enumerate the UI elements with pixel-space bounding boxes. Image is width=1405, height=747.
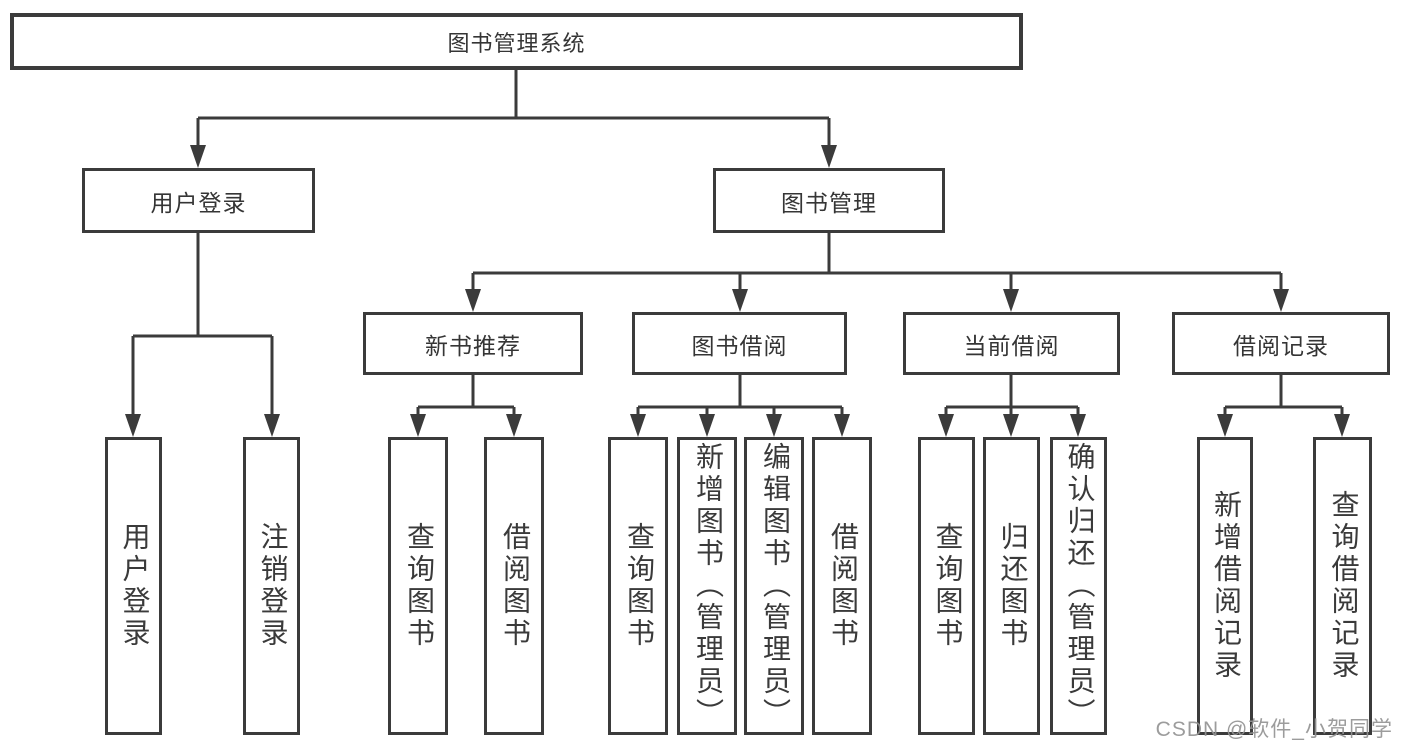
leaf-bb-query-books-label: 查询图书 — [623, 522, 654, 650]
leaf-logout-label: 注销登录 — [256, 522, 288, 650]
node-user-login: 用户登录 — [82, 168, 315, 233]
leaf-nb-query-books-label: 查询图书 — [403, 522, 434, 650]
node-library-system: 图书管理系统 — [10, 13, 1023, 70]
leaf-bb-borrow-books-label: 借阅图书 — [827, 522, 858, 650]
node-current-borrow-label: 当前借阅 — [963, 333, 1060, 359]
edge-root-to-level2 — [196, 70, 831, 150]
leaf-nb-borrow-books: 借阅图书 — [484, 437, 544, 735]
node-book-management: 图书管理 — [713, 168, 945, 233]
leaf-bb-add-books-admin-label: 新增图书（管理员） — [692, 442, 723, 730]
leaf-bb-borrow-books: 借阅图书 — [812, 437, 872, 735]
edge-bookborrow-to-leaves — [636, 375, 844, 418]
leaf-bb-query-books: 查询图书 — [608, 437, 668, 735]
node-library-system-label: 图书管理系统 — [447, 30, 586, 56]
arrowheads — [125, 145, 1350, 437]
leaf-br-add-record: 新增借阅记录 — [1197, 437, 1253, 735]
node-user-login-label: 用户登录 — [150, 190, 247, 216]
edge-newbooks-to-leaves — [416, 375, 516, 418]
node-book-management-label: 图书管理 — [781, 190, 877, 216]
edge-currentborrow-to-leaves — [944, 375, 1080, 418]
leaf-bb-edit-books-admin-label: 编辑图书（管理员） — [759, 442, 790, 730]
node-borrow-records: 借阅记录 — [1172, 312, 1390, 375]
leaf-br-query-record: 查询借阅记录 — [1313, 437, 1372, 735]
leaf-bb-add-books-admin: 新增图书（管理员） — [677, 437, 737, 735]
node-book-borrow: 图书借阅 — [632, 312, 847, 375]
leaf-user-login: 用户登录 — [105, 437, 162, 735]
leaf-br-query-record-label: 查询借阅记录 — [1327, 490, 1359, 682]
leaf-cb-query-books-label: 查询图书 — [931, 522, 963, 650]
leaf-cb-return-books-label: 归还图书 — [996, 522, 1028, 650]
leaf-cb-return-books: 归还图书 — [983, 437, 1040, 735]
csdn-watermark: CSDN @软件_小贺同学 — [1155, 718, 1393, 741]
leaf-cb-confirm-return-admin-label: 确认归还（管理员） — [1063, 442, 1095, 730]
edge-userlogin-to-leaves — [131, 233, 274, 418]
leaf-user-login-label: 用户登录 — [118, 522, 150, 650]
leaf-bb-edit-books-admin: 编辑图书（管理员） — [744, 437, 804, 735]
node-new-book-recommend: 新书推荐 — [363, 312, 583, 375]
leaf-br-add-record-label: 新增借阅记录 — [1210, 490, 1241, 682]
node-current-borrow: 当前借阅 — [903, 312, 1120, 375]
leaf-nb-borrow-books-label: 借阅图书 — [499, 522, 530, 650]
node-book-borrow-label: 图书借阅 — [691, 333, 788, 359]
leaf-nb-query-books: 查询图书 — [388, 437, 448, 735]
leaf-cb-query-books: 查询图书 — [918, 437, 975, 735]
node-borrow-records-label: 借阅记录 — [1233, 333, 1329, 359]
leaf-logout: 注销登录 — [243, 437, 300, 735]
edge-borrowrecords-to-leaves — [1223, 375, 1344, 418]
edge-bookmgmt-to-level3 — [471, 233, 1283, 294]
leaf-cb-confirm-return-admin: 确认归还（管理员） — [1050, 437, 1107, 735]
node-new-book-recommend-label: 新书推荐 — [425, 333, 521, 359]
